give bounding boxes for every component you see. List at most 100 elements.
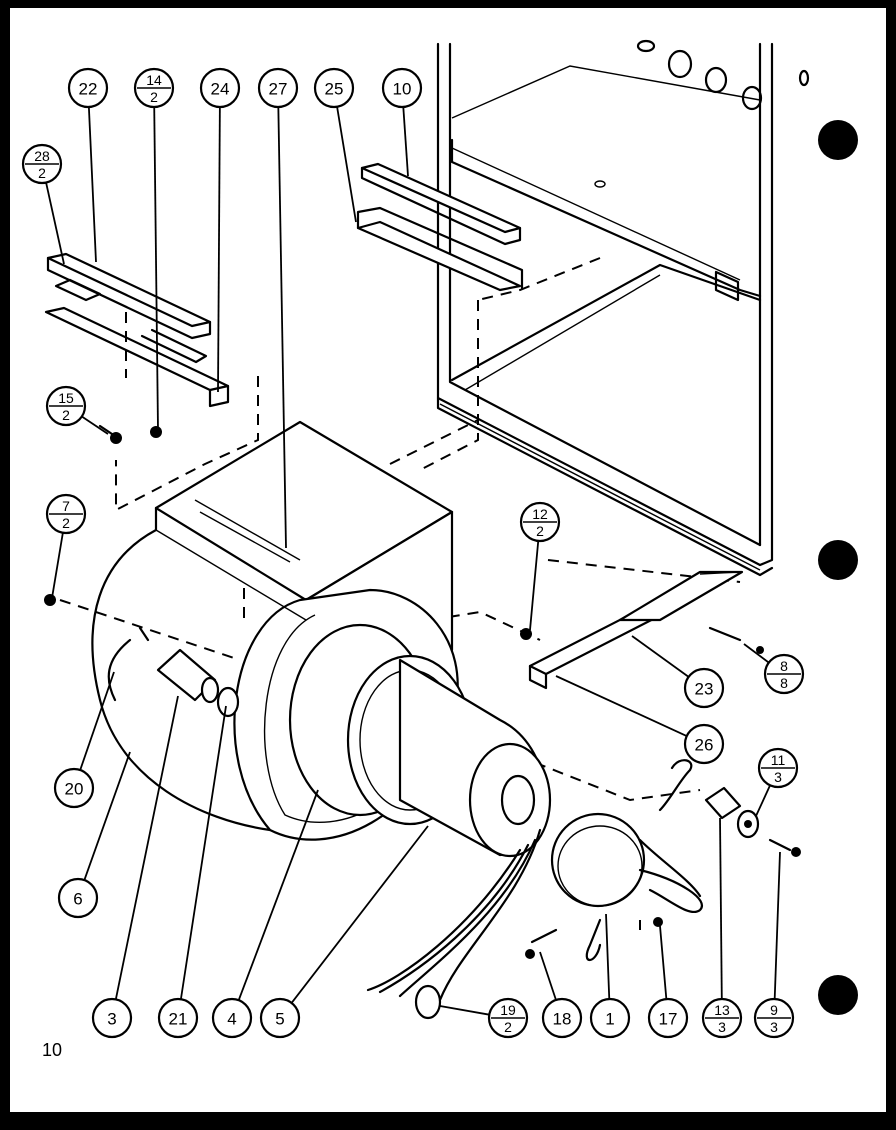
callout-circle [199, 67, 241, 109]
callout-11-3: 113 [755, 747, 799, 817]
callout-number: 9 [770, 1002, 778, 1018]
leader-line [743, 643, 770, 664]
leader-line [277, 106, 287, 549]
leader-line [45, 182, 65, 265]
callout-circle [313, 67, 355, 109]
leader-line [290, 825, 429, 1004]
leader-line [79, 671, 115, 771]
callout-circle [683, 723, 725, 765]
callout-24: 24 [199, 67, 241, 393]
callout-number: 3 [107, 1010, 116, 1029]
callout-number: 21 [169, 1010, 188, 1029]
callout-quantity: 2 [38, 165, 46, 181]
callout-number: 18 [553, 1010, 572, 1029]
leader-line [439, 1005, 490, 1016]
callout-circle [589, 997, 631, 1039]
callout-18: 18 [539, 951, 583, 1039]
callout-quantity: 8 [780, 675, 788, 691]
callout-10: 10 [381, 67, 423, 177]
callout-number: 13 [714, 1002, 730, 1018]
callout-number: 28 [34, 148, 50, 164]
callout-15-2: 152 [45, 385, 109, 435]
leader-line [631, 635, 690, 678]
bottom-rails [528, 570, 744, 690]
callout-circle [541, 997, 583, 1039]
callout-number: 25 [325, 80, 344, 99]
leader-line [605, 913, 611, 1000]
callout-21: 21 [157, 705, 227, 1039]
callout-quantity: 3 [774, 769, 782, 785]
callout-14-2: 142 [133, 67, 175, 431]
rail-24 [44, 306, 230, 408]
callout-19-2: 192 [439, 997, 529, 1039]
leader-line [114, 695, 179, 1000]
leader-line [153, 106, 159, 431]
rail-22 [46, 252, 212, 340]
leader-line [81, 415, 109, 435]
callout-number: 5 [275, 1010, 284, 1029]
page-number: 10 [42, 1040, 63, 1060]
capacitor-parts [107, 626, 240, 718]
callout-circle [53, 767, 95, 809]
callout-27: 27 [257, 67, 299, 549]
callout-9-3: 93 [753, 851, 795, 1039]
callout-5: 5 [259, 825, 429, 1039]
callout-circle [67, 67, 109, 109]
callout-3: 3 [91, 695, 179, 1039]
callout-number: 10 [393, 80, 412, 99]
callout-25: 25 [313, 67, 357, 223]
screws-left [44, 424, 532, 640]
leader-line [539, 951, 557, 1001]
callout-circle [57, 877, 99, 919]
callout-17: 17 [647, 925, 689, 1039]
callout-13-3: 133 [701, 817, 743, 1039]
callout-number: 23 [695, 680, 714, 699]
callout-number: 7 [62, 498, 70, 514]
callout-12-2: 122 [519, 501, 561, 631]
callout-number: 26 [695, 736, 714, 755]
leader-line [529, 540, 540, 631]
callout-6: 6 [57, 751, 131, 919]
callout-circle [157, 997, 199, 1039]
leader-line [179, 705, 227, 1000]
callout-circle [91, 997, 133, 1039]
leader-line [402, 106, 409, 177]
callout-22: 22 [67, 67, 109, 263]
callout-number: 24 [211, 80, 230, 99]
leader-line [336, 106, 357, 223]
callout-4: 4 [211, 789, 319, 1039]
leader-line [83, 751, 131, 881]
rail-25 [356, 206, 524, 292]
leader-line [773, 851, 781, 1000]
small-screws [525, 626, 764, 959]
callout-26: 26 [555, 675, 725, 765]
leader-line [87, 106, 97, 263]
callout-7-2: 72 [45, 493, 87, 599]
callout-number: 1 [605, 1010, 614, 1029]
callout-circle [683, 667, 725, 709]
callout-quantity: 2 [536, 523, 544, 539]
callout-circle [647, 997, 689, 1039]
callout-28-2: 282 [21, 143, 65, 265]
rail-10 [360, 162, 522, 246]
callout-number: 14 [146, 72, 162, 88]
callout-number: 22 [79, 80, 98, 99]
mount-hardware [704, 786, 801, 857]
leader-line [237, 789, 319, 1001]
callout-number: 20 [65, 780, 84, 799]
leader-line [51, 532, 64, 599]
callout-number: 4 [227, 1010, 236, 1029]
callout-quantity: 3 [718, 1019, 726, 1035]
callout-quantity: 2 [62, 515, 70, 531]
leader-line [217, 106, 221, 393]
callout-circle [259, 997, 301, 1039]
leader-line [555, 675, 688, 737]
callout-1: 1 [589, 913, 631, 1039]
callout-number: 27 [269, 80, 288, 99]
cabinet [436, 39, 810, 577]
callout-quantity: 2 [62, 407, 70, 423]
callout-20: 20 [53, 671, 115, 809]
callout-number: 17 [659, 1010, 678, 1029]
